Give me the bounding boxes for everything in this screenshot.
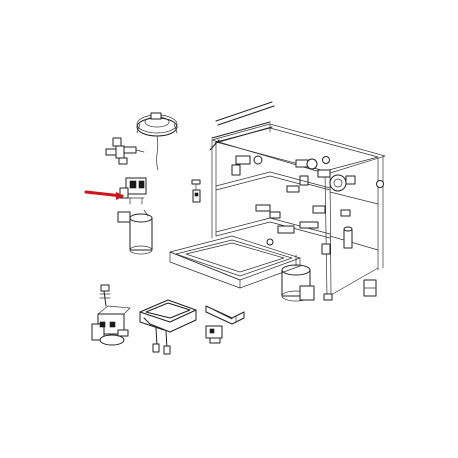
capacitor	[117, 209, 153, 255]
pressure-switch	[136, 112, 178, 171]
level-pipe	[215, 101, 275, 126]
small-connector	[191, 179, 201, 203]
wash-pump	[91, 305, 131, 346]
cable-gland	[99, 284, 111, 307]
solenoid-valve	[105, 137, 145, 165]
door-drawer	[169, 235, 301, 289]
control-switch	[119, 177, 147, 205]
thermostat-bracket	[205, 305, 245, 344]
highlight-arrow	[84, 190, 124, 200]
machine-body	[209, 121, 386, 302]
heating-element	[139, 299, 197, 355]
